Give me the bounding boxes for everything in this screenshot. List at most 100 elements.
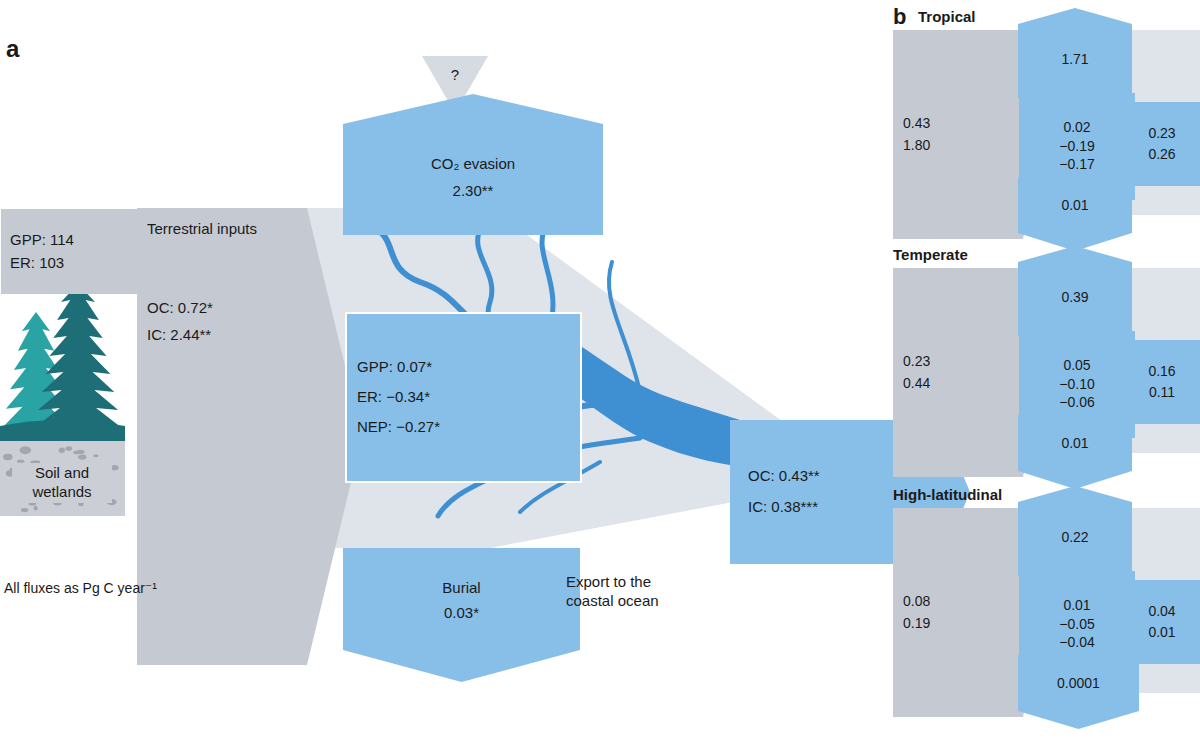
shape-fill bbox=[343, 94, 603, 235]
text-area: 0.01−0.05−0.04 bbox=[1022, 574, 1132, 675]
flux-value: 1.80 bbox=[903, 137, 930, 155]
flux-title: Burial bbox=[442, 579, 480, 598]
pebble bbox=[73, 451, 80, 455]
pebble bbox=[78, 454, 86, 459]
flux-value: IC: 0.38*** bbox=[748, 498, 818, 517]
flux-value: −0.19 bbox=[1059, 138, 1094, 156]
pebble bbox=[22, 448, 27, 451]
flux-value: 0.08 bbox=[903, 593, 930, 611]
evasion-arrow: 0.39 bbox=[1018, 246, 1132, 336]
node-outline bbox=[1120, 340, 1200, 424]
region-heading: Temperate bbox=[893, 246, 968, 265]
pebble bbox=[21, 508, 29, 512]
flux-value: ? bbox=[451, 66, 459, 85]
tree-illustration bbox=[2, 284, 122, 428]
flux-value: 0.39 bbox=[1061, 289, 1088, 307]
pebble bbox=[59, 448, 65, 453]
shape-fill bbox=[137, 208, 362, 665]
text-area: 0.22 bbox=[1022, 502, 1128, 574]
text-area: 0.160.11 bbox=[1124, 344, 1200, 420]
shape-fill bbox=[1018, 655, 1139, 729]
panel-letter: b bbox=[893, 3, 906, 31]
burial-arrow: 0.01 bbox=[1018, 177, 1132, 251]
shape-fill bbox=[346, 313, 581, 482]
text-area: 0.230.44 bbox=[903, 272, 1021, 473]
flux-value: −0.10 bbox=[1059, 376, 1094, 394]
region-heading: High-latitudinal bbox=[893, 486, 1002, 505]
node-outline bbox=[1120, 580, 1200, 664]
flux-value: NEP: −0.27* bbox=[357, 418, 440, 437]
soil-label: Soil and wetlands bbox=[12, 463, 112, 503]
soil-block bbox=[0, 441, 125, 516]
flux-title: CO₂ evasion bbox=[431, 155, 515, 174]
text-area: 0.0001 bbox=[1022, 657, 1135, 711]
node-outline bbox=[1018, 415, 1132, 489]
text-area: 0.01 bbox=[1022, 417, 1128, 471]
flux-value: 0.01 bbox=[1061, 435, 1088, 453]
evasion-arrow: 0.22 bbox=[1018, 486, 1132, 576]
flux-value: IC: 2.44** bbox=[147, 326, 211, 345]
evasion-arrow: 1.71 bbox=[1018, 8, 1132, 98]
soil-pebbles bbox=[3, 446, 119, 512]
text-area: 0.080.19 bbox=[903, 512, 1021, 713]
flux-value: GPP: 114 bbox=[10, 231, 74, 250]
pebble bbox=[111, 465, 119, 470]
region-panel: Temperate0.230.440.390.05−0.10−0.060.160… bbox=[893, 246, 1200, 478]
text-area: 0.02−0.19−0.17 bbox=[1022, 96, 1132, 197]
text-area: 0.040.01 bbox=[1124, 584, 1200, 660]
text-area: 0.230.26 bbox=[1124, 106, 1200, 182]
flux-value: 2.30** bbox=[453, 182, 494, 201]
tree-dark bbox=[34, 284, 122, 428]
flux-value: −0.04 bbox=[1059, 634, 1094, 652]
flux-value: 1.71 bbox=[1061, 51, 1088, 69]
text-area: Temperate bbox=[893, 246, 1200, 266]
flux-value: 0.03* bbox=[444, 604, 479, 623]
input-arrow: 0.230.44 bbox=[893, 268, 1043, 477]
input-arrow: 0.431.80 bbox=[893, 30, 1043, 239]
burial-arrow: 0.0001 bbox=[1018, 655, 1139, 729]
text-area: Burial 0.03* bbox=[351, 554, 572, 648]
input-arrow: 0.080.19 bbox=[893, 508, 1043, 717]
flux-value: −0.05 bbox=[1059, 616, 1094, 634]
metabolism-box: 0.01−0.05−0.04 bbox=[1018, 570, 1136, 679]
flux-value: ER: −0.34* bbox=[357, 388, 430, 407]
flux-value: 0.26 bbox=[1148, 146, 1175, 164]
flux-value: GPP: 0.07* bbox=[357, 358, 432, 377]
shape-fill bbox=[343, 548, 580, 682]
region-panel: High-latitudinal0.080.190.220.01−0.05−0.… bbox=[893, 486, 1200, 718]
flux-value: 0.0001 bbox=[1057, 675, 1100, 693]
flux-value: −0.06 bbox=[1059, 394, 1094, 412]
co2-evasion-arrow: CO₂ evasion 2.30** bbox=[343, 94, 603, 235]
export-arrow: 0.040.01 bbox=[1120, 580, 1200, 664]
text-area: 1.71 bbox=[1022, 24, 1128, 96]
pebble bbox=[93, 454, 98, 457]
panel-letter: a bbox=[6, 34, 19, 64]
units-note: All fluxes as Pg C year⁻¹ bbox=[4, 580, 157, 598]
flux-value: ER: 103 bbox=[10, 254, 64, 273]
export-arrow: 0.230.26 bbox=[1120, 102, 1200, 186]
metabolism-box: 0.05−0.10−0.06 bbox=[1018, 330, 1136, 439]
aquatic-metabolism-box: GPP: 0.07* ER: −0.34* NEP: −0.27* bbox=[345, 312, 582, 483]
text-area: ? bbox=[430, 58, 480, 93]
region-panel: Tropical0.431.80 1.71 0.02−0.19−0.170.230.… bbox=[893, 8, 1200, 240]
pebble bbox=[34, 506, 38, 511]
shape-fill bbox=[1018, 177, 1132, 251]
pebble bbox=[3, 454, 13, 460]
metabolism-box: 0.02−0.19−0.17 bbox=[1018, 92, 1136, 201]
text-area: CO₂ evasion 2.30** bbox=[351, 126, 595, 229]
shape-fill bbox=[1120, 340, 1200, 424]
shape-fill bbox=[1018, 415, 1132, 489]
shape-fill bbox=[1120, 102, 1200, 186]
export-arrow: 0.160.11 bbox=[1120, 340, 1200, 424]
shape-fill bbox=[1018, 486, 1132, 576]
flux-value: 0.01 bbox=[1063, 597, 1090, 615]
flux-value: OC: 0.43** bbox=[748, 467, 820, 486]
text-area: Tropical bbox=[918, 8, 1200, 28]
flux-value: 0.05 bbox=[1063, 357, 1090, 375]
shape-fill bbox=[1018, 246, 1132, 336]
flux-value: 0.16 bbox=[1148, 363, 1175, 381]
shape-fill bbox=[1120, 580, 1200, 664]
text-area: 0.01 bbox=[1022, 179, 1128, 233]
burial-arrow: 0.01 bbox=[1018, 415, 1132, 489]
